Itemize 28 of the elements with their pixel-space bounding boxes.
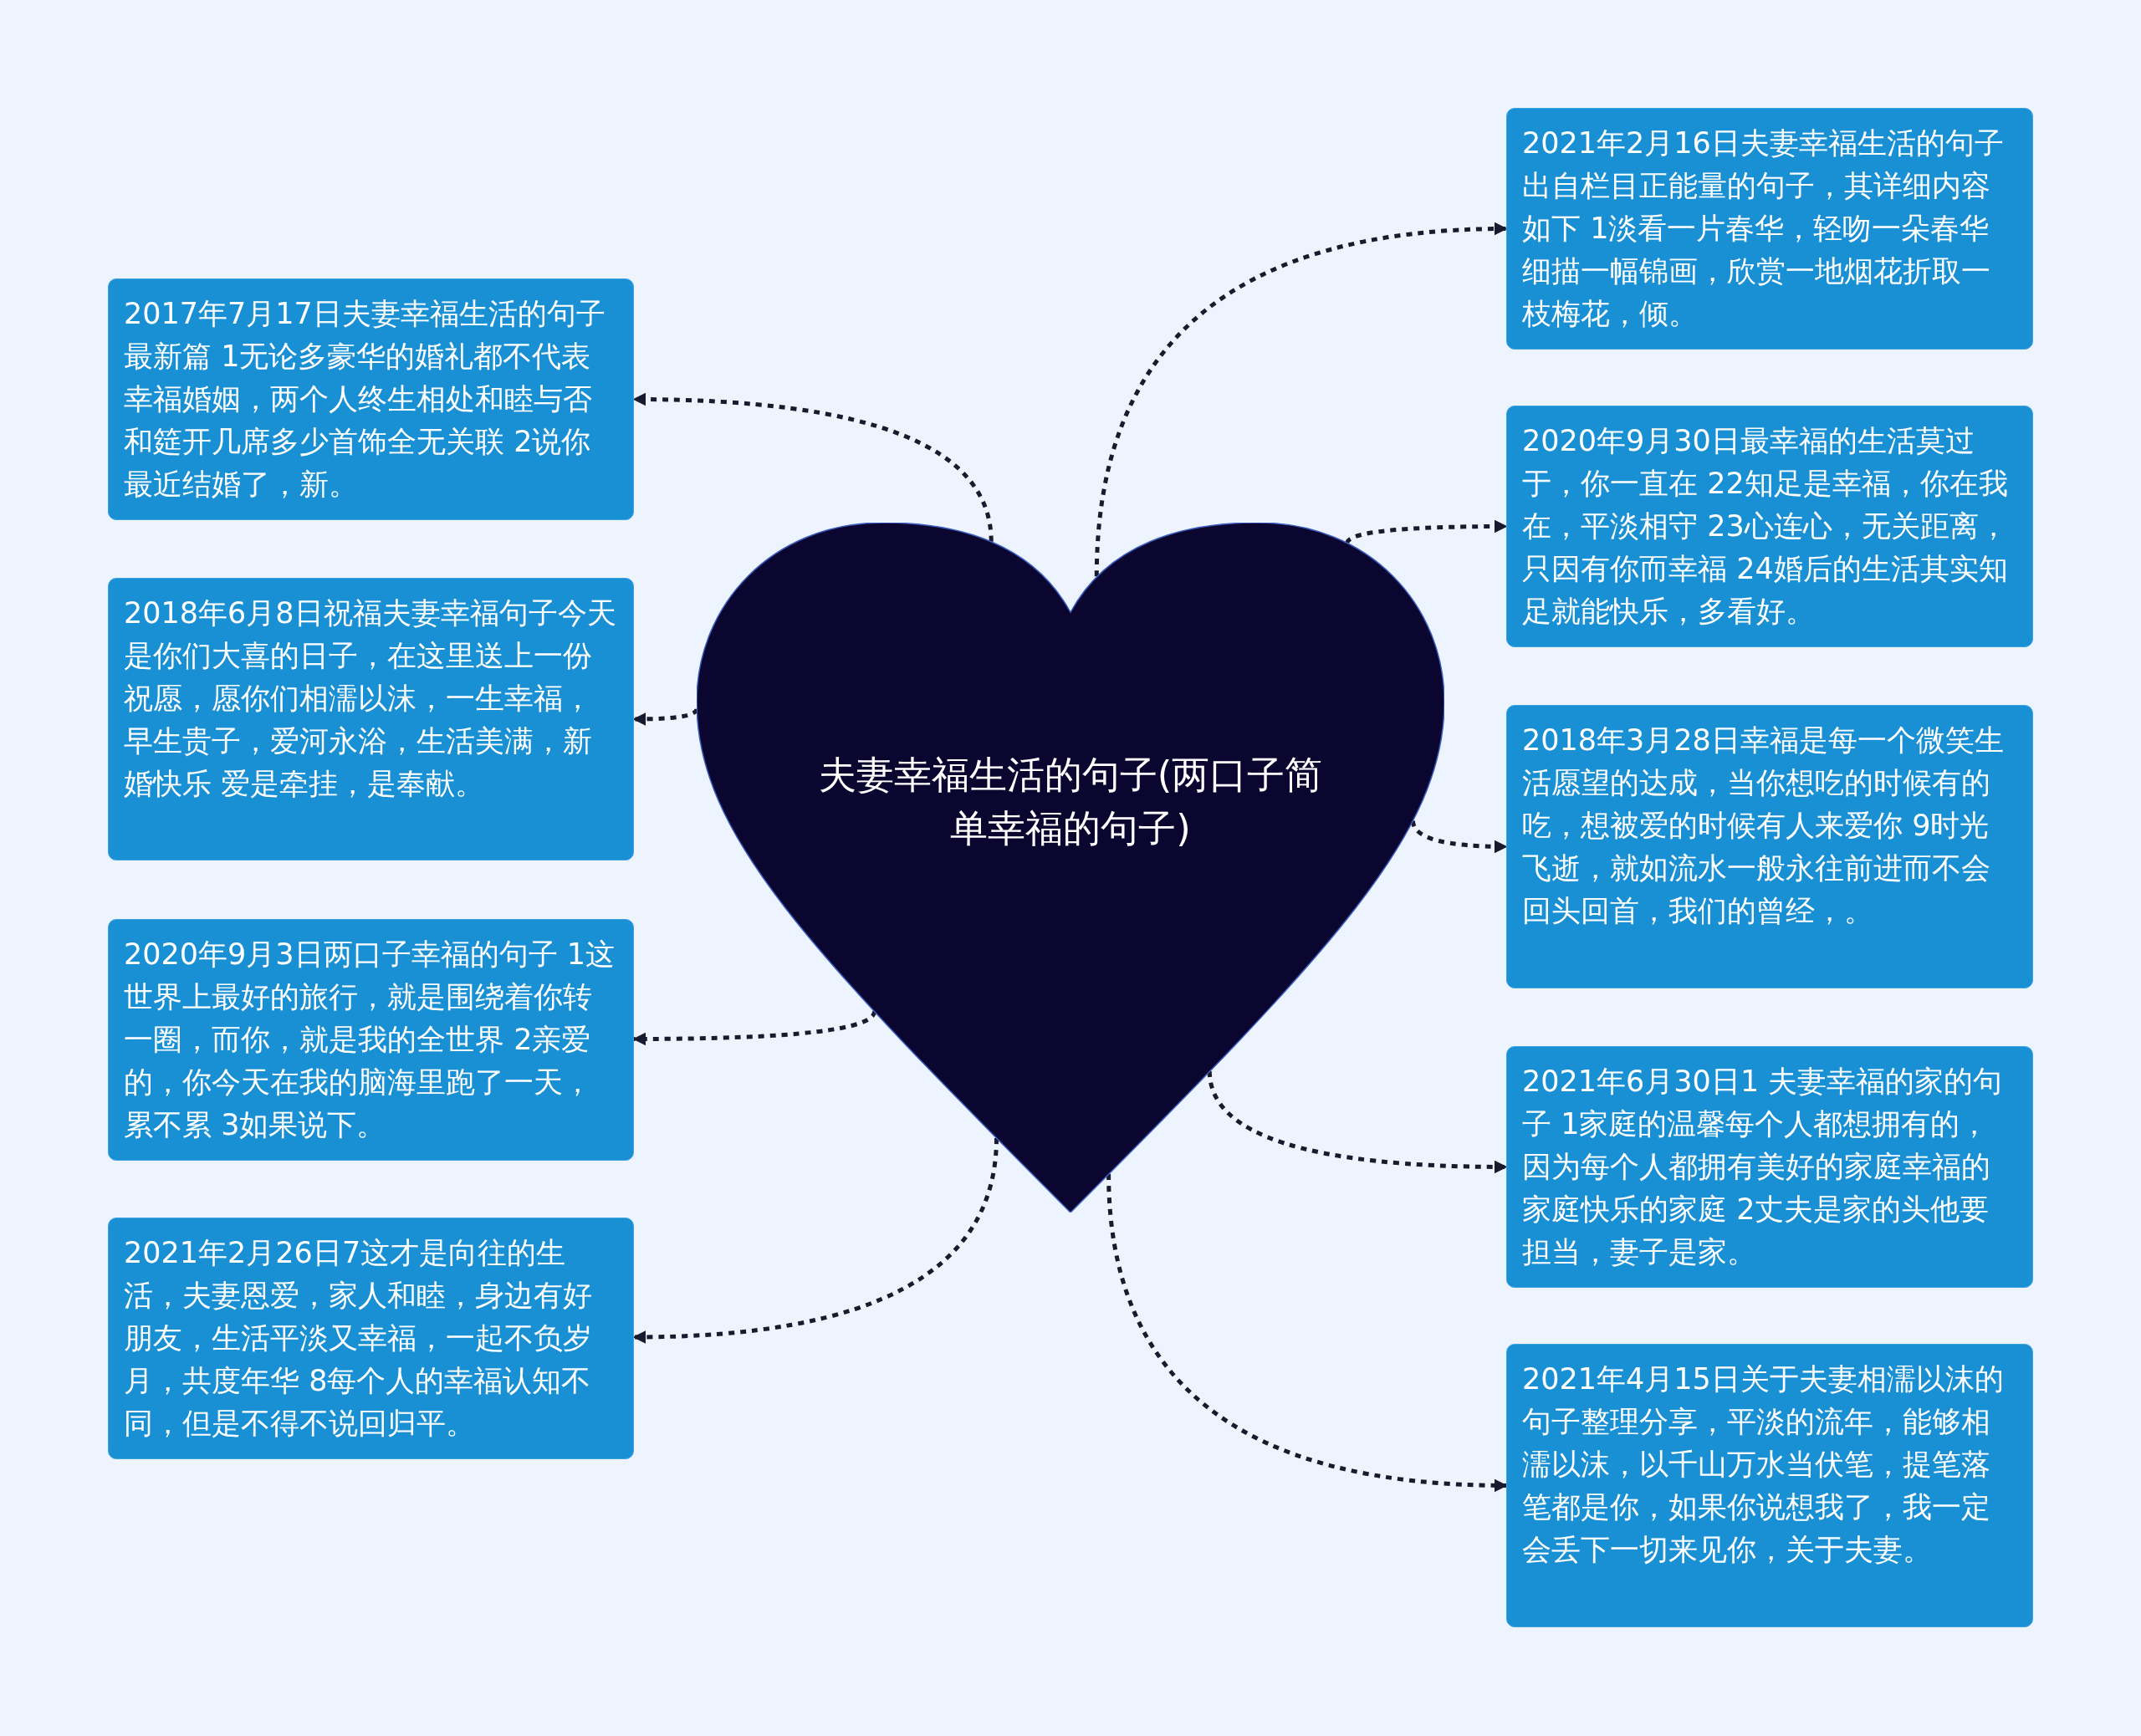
dotted-arrow (1094, 222, 1508, 577)
text-card (108, 578, 634, 860)
text-card (108, 919, 634, 1161)
text-card (1506, 1344, 2033, 1627)
text-card (108, 1218, 634, 1459)
text-card (1506, 1046, 2033, 1288)
text-card (1506, 108, 2033, 350)
card-text: 2018年6月8日祝福夫妻幸福句子今天是你们大喜的日子，在这里送上一份祝愿，愿你们相濡以沫，一生幸福，早生贵子，爱河永浴，生活美满，新婚快乐 爱是牵挂，是奉献。 (124, 595, 617, 802)
dotted-arrow (1410, 820, 1508, 854)
card-text: 2017年7月17日夫妻幸福生活的句子最新篇 1无论多豪华的婚礼都不代表幸福婚姻，两个人终生相处和睦与否和筵开几席多少首饰全无关联 2说你最近结婚了，新。 (124, 296, 606, 503)
card-text: 2021年2月16日夫妻幸福生活的句子出自栏目正能量的句子，其详细内容如下 1淡看一片春华，轻吻一朵春华细描一幅锦画，欣赏一地烟花折取一枝梅花，倾。 (1522, 125, 2005, 332)
card-text: 2021年4月15日关于夫妻相濡以沫的句子整理分享，平淡的流年，能够相濡以沫，以千山万水当伏笔，提笔落笔都是你，如果你说想我了，我一定会丢下一切来见你，关于夫妻。 (1522, 1361, 2005, 1568)
text-card (108, 278, 634, 520)
card-text: 2020年9月3日两口子幸福的句子 1这世界上最好的旅行，就是围绕着你转一圈，而你，就是我的全世界 2亲爱的，你今天在我的脑海里跑了一天，累不累 3如果说下。 (124, 937, 616, 1143)
dotted-arrow (1106, 1173, 1508, 1492)
text-card (1506, 406, 2033, 647)
dotted-arrow (632, 1137, 999, 1344)
dotted-arrow (1345, 519, 1508, 544)
card-text: 2021年6月30日1 夫妻幸福的家的句子 1家庭的温馨每个人都想拥有的，因为每个人都拥有美好的家庭幸福的家庭快乐的家庭 2丈夫是家的头他要担当，妻子是家。 (1522, 1064, 2004, 1270)
central-title: 夫妻幸福生活的句子(两口子简单幸福的句子) (817, 752, 1324, 852)
card-text: 2018年3月28日幸福是每一个微笑生活愿望的达成，当你想吃的时候有的吃，想被爱的时候有人来爱你 9时光飞逝，就如流水一般永往前进而不会回头回首，我们的曾经，。 (1522, 722, 2005, 929)
card-text: 2020年9月30日最幸福的生活莫过于，你一直在 22知足是幸福，你在我在，平淡相守 23心连心，无关距离，只因有你而幸福 24婚后的生活其实知足就能快乐，多看好。 (1522, 423, 2009, 630)
card-text: 2021年2月26日7这才是向往的生活，夫妻恩爱，家人和睦，身边有好朋友，生活平淡又幸福，一起不负岁月，共度年华 8每个人的幸福认知不同，但是不得不说回归平。 (124, 1235, 593, 1442)
dotted-arrow (632, 392, 994, 542)
dotted-arrow (632, 1010, 877, 1046)
text-card (1506, 705, 2033, 988)
dotted-arrow (632, 707, 699, 726)
dotted-arrow (1207, 1070, 1508, 1174)
